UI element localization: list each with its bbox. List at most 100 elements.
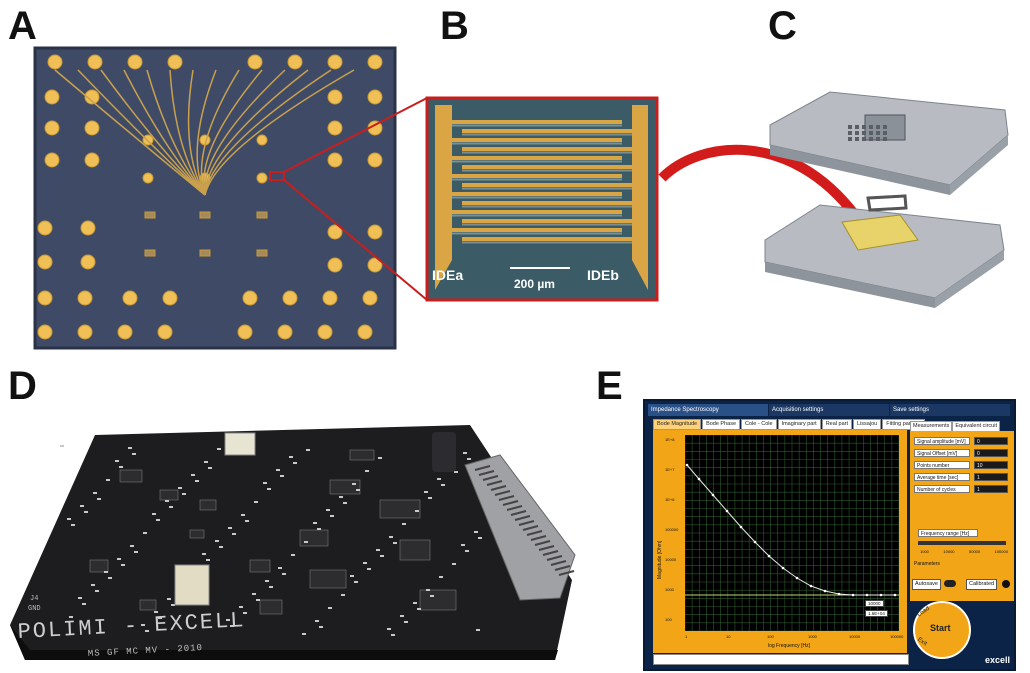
smd-part xyxy=(302,633,306,635)
tab-acquisition-settings[interactable]: Acquisition settings xyxy=(769,404,890,416)
pin xyxy=(869,137,873,141)
smd-part xyxy=(165,500,169,502)
tab-impedance-spectroscopy[interactable]: Impedance Spectroscopy xyxy=(648,404,769,416)
contact-pad xyxy=(277,324,293,340)
data-point xyxy=(697,477,701,481)
led-icon xyxy=(1002,580,1010,588)
frequency-range-label: Frequency range [Hz] xyxy=(918,529,978,537)
param-label: Number of cycles xyxy=(914,485,970,493)
smd-part xyxy=(208,467,212,469)
tab-real-part[interactable]: Real part xyxy=(821,419,853,430)
ic-chip xyxy=(249,559,271,573)
smd-part xyxy=(226,619,230,621)
trace-line xyxy=(202,69,263,196)
smd-part xyxy=(352,483,356,485)
trace-line xyxy=(200,69,240,196)
connector-pin xyxy=(474,465,491,471)
contact-pad xyxy=(47,54,63,70)
tab-cole-cole[interactable]: Cole - Cole xyxy=(741,419,777,430)
smd-part xyxy=(104,571,108,573)
pin xyxy=(869,131,873,135)
frequency-range-slider[interactable] xyxy=(918,541,1006,545)
smd-part xyxy=(132,453,136,455)
start-load-exit-wheel[interactable] xyxy=(913,601,971,659)
param-row: Signal amplitude [mV] 0 xyxy=(914,437,1010,445)
smd-part xyxy=(389,536,393,538)
smd-part xyxy=(400,615,404,617)
data-point xyxy=(823,589,827,593)
contact-pad xyxy=(327,54,343,70)
smd-part xyxy=(78,597,82,599)
y-tick-label: 10000 xyxy=(665,557,677,562)
smd-part xyxy=(367,568,371,570)
x-tick-label: 10 xyxy=(726,634,731,639)
param-input[interactable]: 1 xyxy=(974,473,1008,481)
ic-chip xyxy=(299,529,329,547)
panel-label-d: D xyxy=(8,364,37,408)
smd-part xyxy=(143,532,147,534)
ic-chip xyxy=(419,589,457,611)
connector-pin xyxy=(522,525,539,531)
start-button[interactable]: Start xyxy=(930,623,951,633)
smd-part xyxy=(415,510,419,512)
param-input[interactable]: 0 xyxy=(974,449,1008,457)
connector-pin xyxy=(490,485,507,491)
param-row: Average time [sec] 1 xyxy=(914,473,1010,481)
smd-part xyxy=(476,629,480,631)
electrode-gap xyxy=(462,133,632,136)
param-input[interactable]: 1 xyxy=(974,485,1008,493)
smd-part xyxy=(254,501,258,503)
param-input[interactable]: 0 xyxy=(974,437,1008,445)
contact-pad xyxy=(327,89,343,105)
pcb-label-gnd: GND xyxy=(28,605,41,613)
trace-line xyxy=(54,69,206,196)
trace-line xyxy=(204,69,309,196)
tab-bode-magnitude[interactable]: Bode Magnitude xyxy=(653,419,702,430)
pin xyxy=(876,137,880,141)
contact-pad xyxy=(44,89,60,105)
top-tab-bar: Impedance Spectroscopy Acquisition setti… xyxy=(648,404,1011,416)
ic-chip xyxy=(379,499,421,519)
electrode-finger xyxy=(452,138,622,142)
data-point xyxy=(851,593,855,597)
contact-pad xyxy=(44,152,60,168)
smd-part xyxy=(339,496,343,498)
smd-part xyxy=(291,554,295,556)
tab-save-settings[interactable]: Save settings xyxy=(890,404,1011,416)
toggle-icon[interactable] xyxy=(944,580,956,587)
smd-part xyxy=(108,577,112,579)
smd-part xyxy=(282,573,286,575)
connector-pin xyxy=(558,570,575,576)
smd-part xyxy=(265,580,269,582)
data-point xyxy=(809,584,813,588)
electrode-gap xyxy=(452,196,622,199)
contact-pad xyxy=(327,152,343,168)
tab-bode-phase[interactable]: Bode Phase xyxy=(702,419,741,430)
ic-chip xyxy=(399,539,431,561)
data-point xyxy=(711,493,715,497)
tab-imaginary-part[interactable]: Imaginary part xyxy=(777,419,821,430)
tab-lissajou[interactable]: Lissajou xyxy=(853,419,882,430)
contact-pad xyxy=(367,257,383,273)
param-input[interactable]: 10 xyxy=(974,461,1008,469)
autosave-toggle[interactable]: Autosave xyxy=(912,579,941,590)
contact-pad xyxy=(327,224,343,240)
pin xyxy=(883,137,887,141)
trace-line xyxy=(204,69,286,196)
trace-line xyxy=(187,69,206,196)
plot-area: Bode Magnitude Bode Phase Cole - Cole Im… xyxy=(653,419,926,653)
smd-part xyxy=(276,469,280,471)
connector-pin xyxy=(538,545,555,551)
trace-line xyxy=(123,69,206,196)
smd-part xyxy=(130,545,134,547)
smd-part xyxy=(330,515,334,517)
pin xyxy=(862,125,866,129)
contact-pad xyxy=(367,89,383,105)
smd-part xyxy=(452,563,456,565)
trace-line xyxy=(204,69,355,196)
smd-part xyxy=(106,479,110,481)
smd-part xyxy=(60,445,64,447)
smd-part xyxy=(424,491,428,493)
